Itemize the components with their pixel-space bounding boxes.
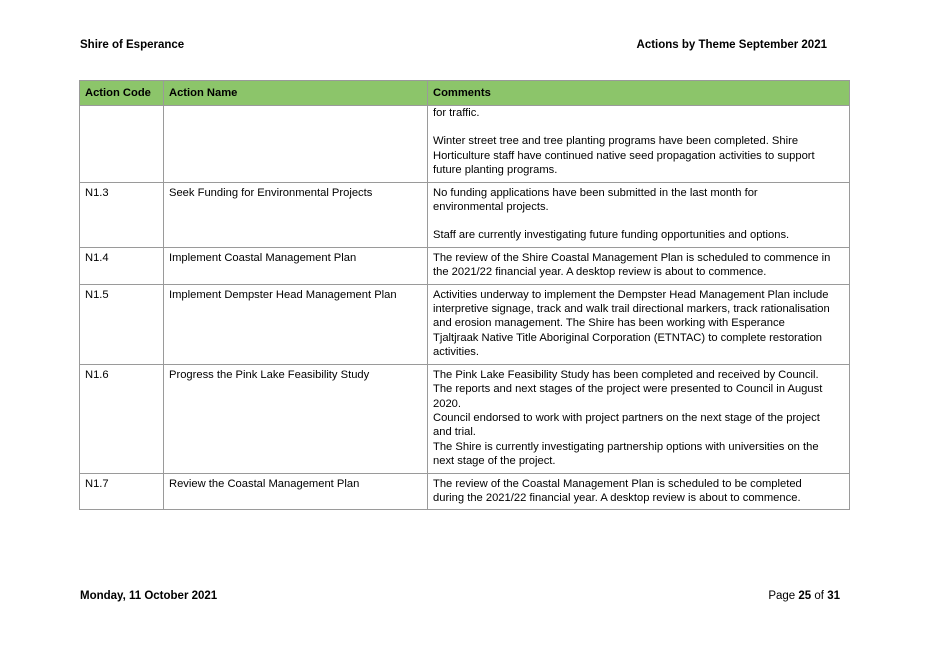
- comment-line: activities.: [433, 346, 480, 359]
- comment-line: the 2021/22 financial year. A desktop re…: [433, 266, 767, 279]
- comment-line: [433, 214, 844, 228]
- action-name-cell: [163, 105, 428, 183]
- table-row: for traffic. Winter street tree and tree …: [79, 105, 850, 183]
- table-header-row: Action Code Action Name Comments: [79, 80, 850, 106]
- action-code-cell: N1.4: [79, 246, 164, 285]
- action-code-cell: N1.3: [79, 181, 164, 248]
- comment-line: The review of the Coastal Management Pla…: [433, 477, 802, 490]
- action-code-cell: N1.6: [79, 363, 164, 474]
- comment-line: interpretive signage, track and walk tra…: [433, 303, 830, 316]
- comment-line: Staff are currently investigating future…: [433, 229, 790, 242]
- page-current: 25: [798, 590, 812, 602]
- organisation-name: Shire of Esperance: [80, 39, 185, 51]
- page-total: 31: [827, 590, 840, 602]
- comments-cell: for traffic. Winter street tree and tree …: [427, 105, 850, 183]
- comment-line: environmental projects.: [433, 201, 549, 214]
- comment-line: 2020.: [433, 397, 461, 410]
- comment-line: during the 2021/22 financial year. A des…: [433, 491, 801, 504]
- comment-line: next stage of the project.: [433, 455, 556, 468]
- comment-line: No funding applications have been submit…: [433, 186, 758, 199]
- page-of: of: [814, 590, 824, 602]
- comment-line: and erosion management. The Shire has be…: [433, 317, 785, 330]
- comment-line: for traffic.: [433, 107, 480, 119]
- comments-cell: The review of the Shire Coastal Manageme…: [427, 246, 850, 285]
- comments-cell: The review of the Coastal Management Pla…: [427, 472, 850, 511]
- action-name-cell: Implement Coastal Management Plan: [163, 246, 428, 285]
- action-name-cell: Implement Dempster Head Management Plan: [163, 283, 428, 365]
- action-name-cell: Progress the Pink Lake Feasibility Study: [163, 363, 428, 474]
- action-name-cell: Review the Coastal Management Plan: [163, 472, 428, 511]
- action-code-cell: [79, 105, 164, 183]
- comment-line: Council endorsed to work with project pa…: [433, 411, 820, 424]
- comments-cell: The Pink Lake Feasibility Study has been…: [427, 363, 850, 474]
- table-body: for traffic. Winter street tree and tree …: [79, 105, 850, 511]
- comments-cell: Activities underway to implement the Dem…: [427, 283, 850, 365]
- column-header-comments: Comments: [427, 80, 850, 106]
- comment-line: and trial.: [433, 426, 476, 439]
- comment-line: The Pink Lake Feasibility Study has been…: [433, 368, 819, 381]
- page-prefix: Page: [768, 590, 796, 602]
- column-header-action-name: Action Name: [163, 80, 428, 106]
- comment-line: The review of the Shire Coastal Manageme…: [433, 251, 831, 264]
- comment-line: [433, 120, 844, 134]
- report-date: Monday, 11 October 2021: [80, 590, 218, 602]
- page-number: Page 25 of 31: [768, 590, 840, 602]
- action-code-cell: N1.5: [79, 283, 164, 365]
- comment-line: future planting programs.: [433, 164, 558, 177]
- actions-table: Action Code Action Name Comments for tra…: [79, 80, 850, 511]
- comment-line: Activities underway to implement the Dem…: [433, 288, 829, 301]
- comment-line: The Shire is currently investigating par…: [433, 440, 819, 453]
- action-code-cell: N1.7: [79, 472, 164, 511]
- column-header-action-code: Action Code: [79, 80, 164, 106]
- comment-line: Tjaltjraak Native Title Aboriginal Corpo…: [433, 331, 823, 344]
- report-title: Actions by Theme September 2021: [636, 39, 827, 51]
- comment-line: The reports and next stages of the proje…: [433, 383, 823, 396]
- comment-line: Winter street tree and tree planting pro…: [433, 135, 799, 148]
- comments-cell: No funding applications have been submit…: [427, 181, 850, 248]
- action-name-cell: Seek Funding for Environmental Projects: [163, 181, 428, 248]
- comment-line: Horticulture staff have continued native…: [433, 149, 815, 162]
